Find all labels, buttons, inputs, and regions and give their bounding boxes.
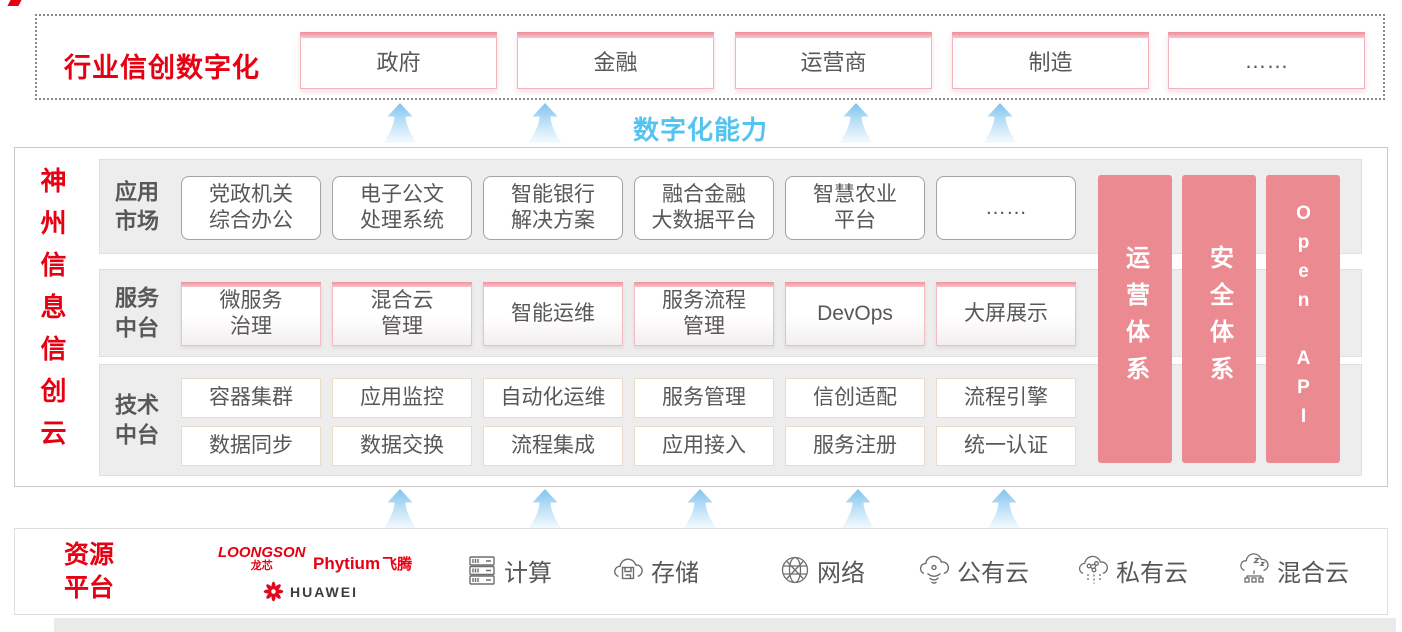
bottom-strip (54, 618, 1396, 632)
resource-label: 公有云 (957, 559, 1029, 587)
service-box: 智能运维 (483, 282, 623, 346)
loongson-logo: LOONGSON 龙芯 (218, 545, 306, 572)
resource-platform-panel (14, 528, 1388, 615)
up-arrow-icon (683, 489, 717, 529)
corner-mark (7, 0, 22, 6)
tech-platform-label: 技术 中台 (115, 392, 160, 447)
resource-hybrid-cloud: 混合云 (1236, 550, 1349, 590)
server-icon (469, 556, 495, 585)
private-cloud-icon (1078, 555, 1108, 584)
app-box: 智慧农业 平台 (785, 176, 925, 240)
up-arrow-icon (528, 103, 562, 143)
loongson-wordmark: LOONGSON (218, 544, 306, 561)
public-cloud-icon (919, 555, 950, 584)
pillar-operations: 运营体系 (1098, 175, 1172, 463)
network-globe-icon (781, 556, 809, 584)
phytium-cn-label: 飞腾 (382, 556, 413, 573)
tech-box: 应用监控 (332, 378, 472, 418)
phytium-wordmark: Phytium (313, 554, 381, 573)
capability-label: 数字化能力 (633, 115, 769, 145)
resource-private-cloud: 私有云 (1075, 550, 1188, 590)
up-arrow-icon (983, 103, 1017, 143)
app-box: 电子公文 处理系统 (332, 176, 472, 240)
tech-box: 自动化运维 (483, 378, 623, 418)
huawei-flower-icon (263, 581, 284, 602)
tech-box: 服务注册 (785, 426, 925, 466)
hybrid-cloud-icon (1240, 553, 1269, 583)
app-market-label: 应用 市场 (115, 178, 160, 234)
resource-label: 私有云 (1116, 559, 1188, 587)
huawei-logo: HUAWEI (262, 581, 358, 602)
tech-box: 数据交换 (332, 426, 472, 466)
up-arrow-icon (528, 489, 562, 529)
resource-public-cloud: 公有云 (916, 550, 1029, 590)
tech-platform-band: 技术 中台 容器集群 应用监控 自动化运维 服务管理 信创适配 流程引擎 数据同… (99, 364, 1362, 476)
pillar-security: 安全体系 (1182, 175, 1256, 463)
tech-box: 容器集群 (181, 378, 321, 418)
app-box: 融合金融 大数据平台 (634, 176, 774, 240)
service-platform-band: 服务 中台 微服务 治理 混合云 管理 智能运维 服务流程 管理 DevOps … (99, 269, 1362, 357)
up-arrow-icon (839, 103, 873, 143)
service-box: 微服务 治理 (181, 282, 321, 346)
tech-box: 流程集成 (483, 426, 623, 466)
service-platform-label: 服务 中台 (115, 285, 160, 340)
service-box: DevOps (785, 282, 925, 346)
up-arrow-icon (383, 489, 417, 529)
resource-label: 存储 (651, 559, 699, 587)
industry-box-manufacturing: 制造 (952, 32, 1149, 89)
industry-box-operator: 运营商 (735, 32, 932, 89)
service-box: 混合云 管理 (332, 282, 472, 346)
service-box: 大屏展示 (936, 282, 1076, 346)
up-arrow-icon (841, 489, 875, 529)
huawei-wordmark: HUAWEI (290, 583, 358, 600)
tech-box: 流程引擎 (936, 378, 1076, 418)
app-box: 智能银行 解决方案 (483, 176, 623, 240)
resource-label: 网络 (817, 559, 865, 587)
up-arrow-icon (987, 489, 1021, 529)
resource-storage: 存储 (610, 550, 699, 590)
industry-box-government: 政府 (300, 32, 497, 89)
app-box-more: …… (936, 176, 1076, 240)
app-box: 党政机关 综合办公 (181, 176, 321, 240)
resource-compute: 计算 (465, 550, 552, 590)
resource-platform-label: 资源 平台 (64, 541, 115, 602)
tech-box: 统一认证 (936, 426, 1076, 466)
industry-box-more: …… (1168, 32, 1365, 89)
platform-vertical-title: 神州信息信创云 (37, 167, 67, 461)
service-box: 服务流程 管理 (634, 282, 774, 346)
pillar-open-api: Open API (1266, 175, 1340, 463)
up-arrow-icon (383, 103, 417, 143)
resource-label: 混合云 (1277, 559, 1349, 587)
resource-label: 计算 (504, 559, 552, 587)
tech-box: 服务管理 (634, 378, 774, 418)
loongson-cn-label: 龙芯 (250, 560, 273, 572)
tech-box: 数据同步 (181, 426, 321, 466)
banner-title: 行业信创数字化 (64, 53, 260, 83)
tech-box: 信创适配 (785, 378, 925, 418)
industry-box-finance: 金融 (517, 32, 714, 89)
resource-network: 网络 (778, 550, 865, 590)
app-market-band: 应用 市场 党政机关 综合办公 电子公文 处理系统 智能银行 解决方案 融合金融… (99, 159, 1362, 254)
storage-cloud-icon (614, 558, 643, 580)
tech-box: 应用接入 (634, 426, 774, 466)
